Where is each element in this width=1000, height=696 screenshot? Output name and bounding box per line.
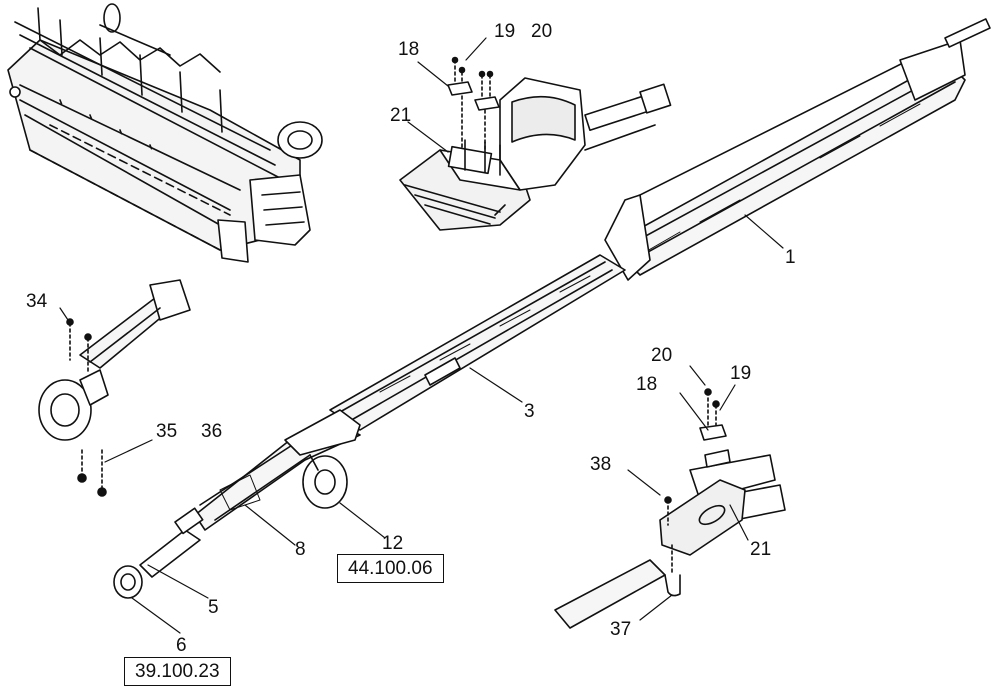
reference-box-end[interactable]: 39.100.23 [124, 657, 231, 686]
callout-3: 3 [524, 401, 535, 422]
boom-overview-illustration [7, 3, 323, 263]
callout-37: 37 [610, 619, 632, 640]
callout-36: 36 [201, 421, 223, 442]
hinge-bracket-illustration [399, 56, 672, 231]
callout-21-top: 21 [390, 105, 412, 126]
clamp-bracket-illustration [554, 388, 786, 629]
callout-19-top: 19 [494, 21, 516, 42]
callout-21-right: 21 [750, 539, 772, 560]
leader-lines [59, 37, 784, 634]
callout-18-top: 18 [398, 39, 420, 60]
callout-19-right: 19 [730, 363, 752, 384]
boom-arm-illustration [113, 18, 991, 599]
callout-38: 38 [590, 454, 612, 475]
callout-6: 6 [176, 635, 187, 656]
end-wheel-illustration [38, 279, 191, 497]
callout-12: 12 [382, 533, 404, 554]
reference-box-wheel[interactable]: 44.100.06 [337, 554, 444, 583]
callout-5: 5 [208, 597, 219, 618]
callout-34: 34 [26, 291, 48, 312]
callout-35: 35 [156, 421, 178, 442]
callout-18-right: 18 [636, 374, 658, 395]
callout-20-top: 20 [531, 21, 553, 42]
callout-8: 8 [295, 539, 306, 560]
callout-20-right: 20 [651, 345, 673, 366]
callout-1: 1 [785, 247, 796, 268]
